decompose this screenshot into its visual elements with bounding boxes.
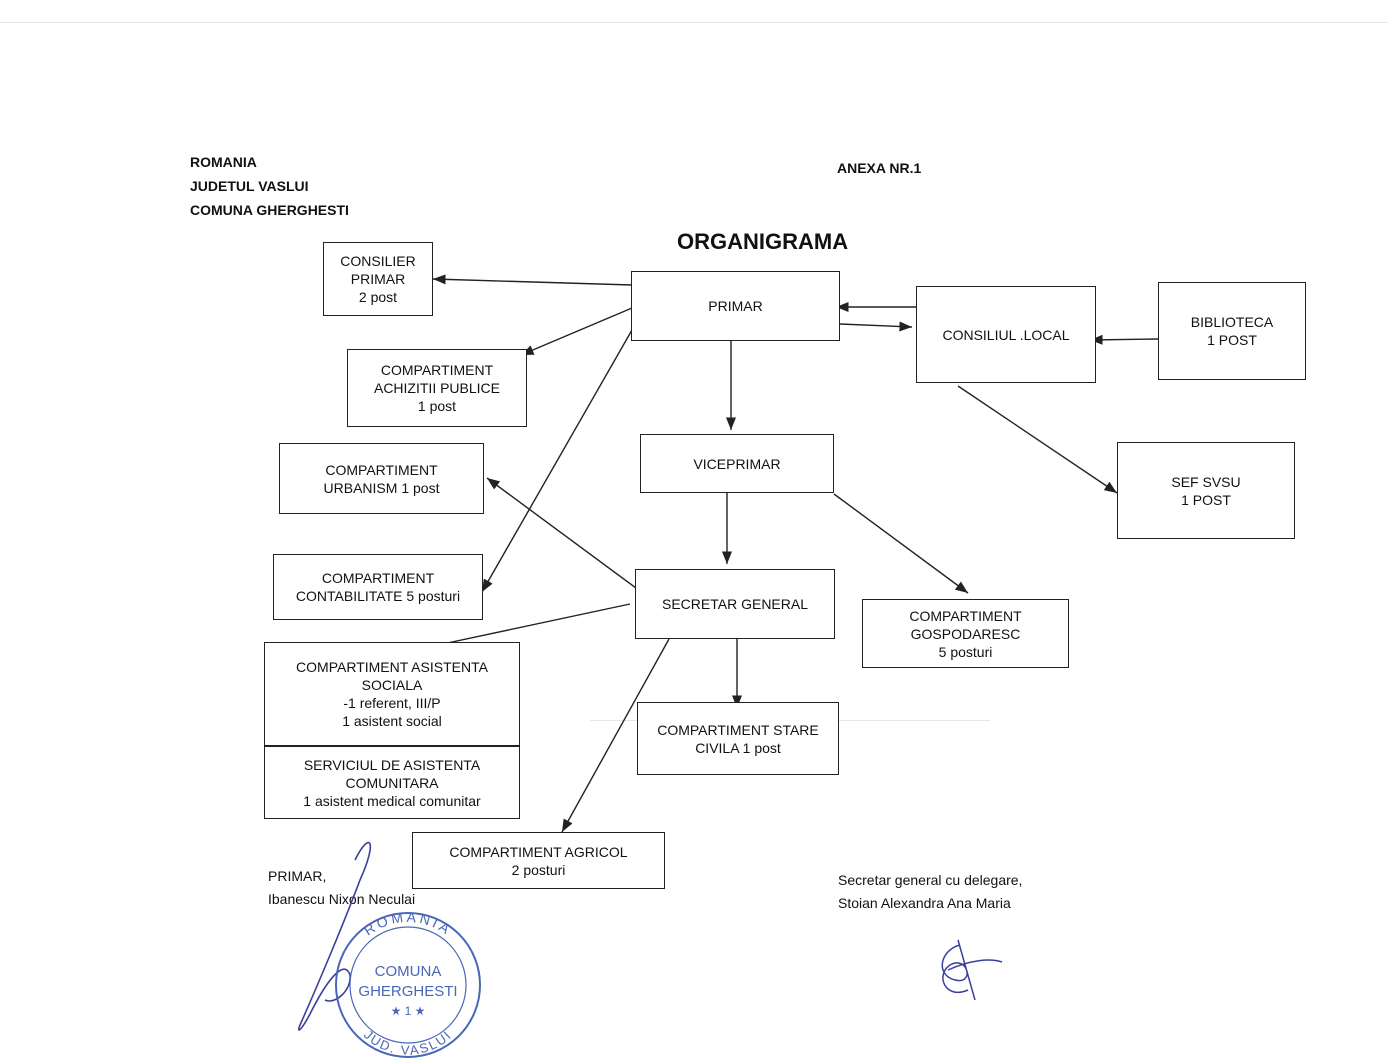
node-sef-svsu: SEF SVSU 1 POST: [1117, 442, 1295, 539]
node-primar: PRIMAR: [631, 271, 840, 341]
node-urbanism: COMPARTIMENT URBANISM 1 post: [279, 443, 484, 514]
scan-edge-line: [0, 22, 1388, 23]
node-contabilitate: COMPARTIMENT CONTABILITATE 5 posturi: [273, 554, 483, 620]
node-text: COMUNITARA: [345, 774, 439, 791]
edge-primar-consilier: [432, 274, 633, 286]
node-text: COMPARTIMENT ASISTENTA: [296, 659, 488, 675]
header-commune: COMUNA GHERGHESTI: [190, 202, 349, 218]
node-text: GOSPODARESC: [910, 625, 1021, 642]
node-viceprimar: VICEPRIMAR: [640, 434, 834, 493]
signature-left-name: Ibanescu Nixon Neculai: [268, 891, 416, 907]
edge-primar-consiliu: [839, 321, 913, 332]
node-text: SEF SVSU: [1171, 473, 1241, 490]
node-text: PRIMAR: [708, 298, 763, 314]
edge-biblioteca-consiliu: [1089, 334, 1160, 345]
signature-right-role: Secretar general cu delegare,: [838, 872, 1023, 888]
node-text: VICEPRIMAR: [693, 455, 781, 472]
node-text: 1 asistent medical comunitar: [303, 792, 481, 809]
node-text: 2 posturi: [511, 861, 566, 878]
node-text: COMPARTIMENT: [909, 607, 1022, 624]
node-agricol: COMPARTIMENT AGRICOL 2 posturi: [412, 832, 665, 889]
node-text: 1 post: [417, 398, 457, 414]
node-biblioteca: BIBLIOTECA 1 POST: [1158, 282, 1306, 380]
node-text: CIVILA 1 post: [695, 739, 781, 756]
node-serviciul-asistenta: SERVICIUL DE ASISTENTA COMUNITARA 1 asis…: [264, 747, 520, 819]
edge-secretar-urbanism: [486, 477, 637, 589]
edge-secretar-agricol: [561, 638, 670, 833]
node-text: COMPARTIMENT: [325, 461, 438, 478]
node-text: 2 post: [358, 289, 398, 305]
edge-primar-achizitii: [520, 307, 633, 356]
signature-right-name: Stoian Alexandra Ana Maria: [838, 895, 1011, 911]
node-text: CONSILIUL .LOCAL: [942, 326, 1070, 343]
node-text: 5 posturi: [938, 643, 993, 660]
node-text: 1 asistent social: [342, 713, 442, 729]
node-text: SERVICIUL DE ASISTENTA: [303, 756, 481, 773]
node-secretar-general: SECRETAR GENERAL: [635, 569, 835, 639]
node-text: PRIMAR: [350, 271, 406, 287]
node-consiliul-local: CONSILIUL .LOCAL: [916, 286, 1096, 383]
chart-title: ORGANIGRAMA: [677, 229, 849, 254]
node-text: CONSILIER: [340, 253, 416, 269]
node-text: 1 POST: [1207, 332, 1257, 348]
node-text: COMPARTIMENT STARE: [657, 721, 819, 738]
node-achizitii-publice: COMPARTIMENT ACHIZITII PUBLICE 1 post: [347, 349, 527, 427]
header-county: JUDETUL VASLUI: [190, 178, 309, 194]
header-annex: ANEXA NR.1: [837, 160, 922, 176]
edge-primar-contabilitate: [481, 329, 633, 593]
header-country: ROMANIA: [190, 154, 257, 170]
edge-consiliu-svsu: [957, 385, 1118, 494]
node-asistenta-sociala: COMPARTIMENT ASISTENTA SOCIALA -1 refere…: [264, 642, 520, 748]
node-text: COMPARTIMENT: [380, 362, 494, 378]
node-text: ACHIZITII PUBLICE: [373, 380, 501, 396]
node-text: SOCIALA: [361, 677, 423, 693]
node-text: CONTABILITATE 5 posturi: [295, 588, 461, 604]
node-text: -1 referent, III/P: [343, 695, 441, 711]
signature-left-role: PRIMAR,: [268, 868, 327, 884]
node-consilier-primar: CONSILIER PRIMAR 2 post: [323, 242, 433, 316]
node-text: 1 POST: [1181, 491, 1231, 508]
node-text: BIBLIOTECA: [1190, 314, 1274, 330]
node-text: COMPARTIMENT: [321, 570, 435, 586]
node-text: COMPARTIMENT AGRICOL: [449, 843, 628, 860]
node-gospodaresc: COMPARTIMENT GOSPODARESC 5 posturi: [862, 599, 1069, 668]
node-text: SECRETAR GENERAL: [662, 596, 808, 612]
node-text: URBANISM 1 post: [323, 479, 440, 496]
node-stare-civila: COMPARTIMENT STARE CIVILA 1 post: [637, 702, 839, 775]
edge-viceprimar-gospodaresc: [833, 493, 969, 594]
